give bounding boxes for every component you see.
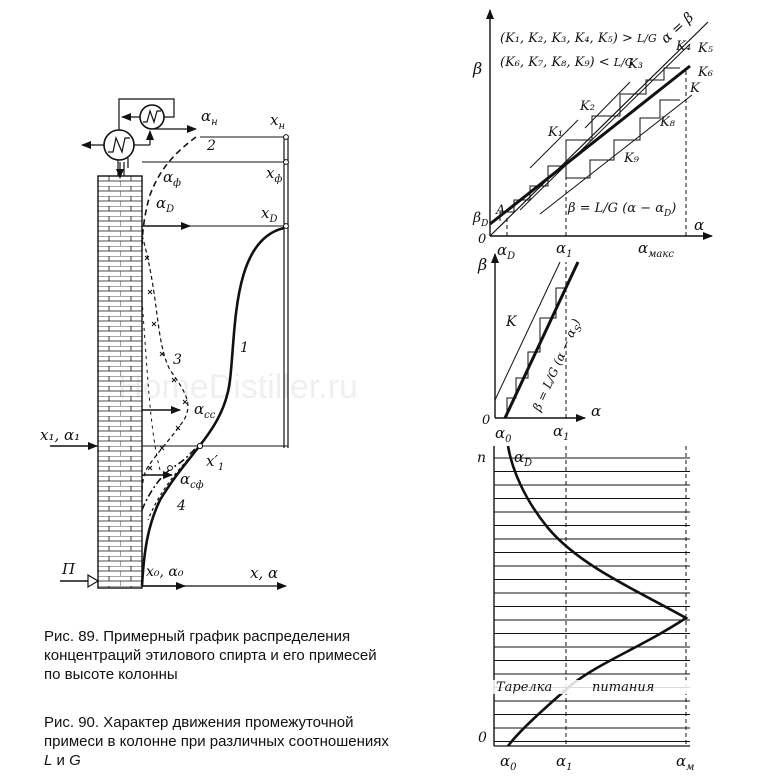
cond-2: (K₆, K₇, K₈, K₉) < L/G	[500, 55, 634, 70]
label-k4: K₄	[675, 39, 691, 54]
label-k: K	[689, 81, 701, 96]
label-feed: x₁, α₁	[40, 426, 80, 444]
tick-alpha-0-mid: α0	[495, 424, 512, 445]
label-alpha-f: αф	[163, 168, 181, 189]
top-point-a: A	[495, 203, 505, 218]
label-steam: П	[61, 560, 76, 578]
staircase-middle	[506, 287, 566, 418]
tick-alpha-d: αD	[497, 241, 515, 262]
heat-exchanger-1-icon	[103, 129, 135, 161]
mid-k: K	[505, 314, 518, 330]
caption-var-g: G	[69, 752, 81, 769]
column-body	[97, 175, 143, 589]
tick-alpha-m-bottom: αм	[676, 752, 694, 773]
curve-4	[141, 445, 201, 511]
label-x-d: xD	[261, 204, 278, 225]
cond-1: (K₁, K₂, K₃, K₄, K₅) > L/G	[500, 31, 657, 46]
tick-alpha-0-bottom: α0	[500, 752, 517, 773]
label-k8: K₈	[659, 115, 676, 130]
label-curve-3: 3	[173, 352, 182, 368]
curve-3	[141, 234, 189, 501]
caption-figure-89: Рис. 89. Примерный график распределения …	[44, 628, 377, 683]
bottom-alpha-d: αD	[514, 448, 532, 469]
figure-90-bottom: n 0 αD Тарелка питания α0 α1 αм	[477, 445, 694, 773]
label-k3: K₃	[627, 57, 643, 72]
heat-exchanger-2-icon	[139, 104, 165, 130]
bottom-zero: 0	[478, 730, 487, 746]
tick-alpha-1-mid: α1	[553, 422, 570, 443]
label-bottom: x₀, α₀	[146, 564, 184, 580]
tray-lines	[494, 457, 690, 742]
label-alpha-n: αн	[201, 107, 218, 128]
top-beta-label: β	[472, 59, 482, 78]
label-k9: K₉	[623, 151, 640, 166]
curve-3-markers	[144, 255, 188, 471]
operating-line-top	[489, 64, 691, 226]
mid-beta-label: β	[477, 255, 487, 274]
figure-90-middle: β K β = L/G (α − αS) 0 α α0 α1	[477, 253, 601, 445]
caption-var-l: L	[44, 752, 53, 769]
top-origin: 0	[478, 232, 486, 247]
mid-alpha-label: α	[591, 402, 601, 420]
label-alpha-d: αD	[156, 194, 174, 215]
label-alpha-cf: αсф	[180, 470, 204, 491]
label-k2: K₂	[579, 99, 595, 114]
label-k5: K₅	[697, 41, 714, 56]
tick-alpha-1-top: α1	[556, 239, 573, 260]
watermark: HomeDistiller.ru	[118, 368, 358, 406]
bottom-n: n	[477, 450, 486, 466]
curve-2	[141, 136, 197, 251]
curve-1	[140, 226, 285, 587]
label-x-f: xф	[266, 164, 282, 185]
label-curve-2: 2	[206, 138, 216, 154]
top-alpha-label: α	[694, 216, 704, 234]
top-eq: β = L/G (α − αD)	[567, 201, 676, 219]
impurity-profile	[506, 445, 689, 747]
label-k6: K₆	[697, 65, 713, 80]
label-axis: x, α	[250, 564, 278, 582]
figure-90-top: (K₁, K₂, K₃, K₄, K₅) > L/G (K₆, K₇, K₈, …	[472, 9, 714, 262]
label-x1-prime: x′1	[206, 452, 224, 473]
feed-plate-label-1: Тарелка	[496, 680, 552, 695]
mid-eq: β = L/G (α − αS)	[530, 316, 587, 415]
top-beta-d: βD	[472, 210, 488, 229]
feed-plate-label-2: питания	[592, 680, 654, 695]
figure-89: αн xн 2 αф xф αD xD 1 3 αcc x₁, α₁ x′1 α…	[40, 98, 289, 590]
label-k1: K₁	[547, 125, 563, 140]
caption-figure-90: Рис. 90. Характер движения промежуточной…	[44, 714, 389, 769]
label-curve-4: 4	[176, 498, 186, 514]
tick-alpha-max: αмакс	[638, 239, 674, 260]
staircase-top	[499, 67, 680, 221]
label-x-n: xн	[270, 111, 285, 132]
label-alpha-cc: αcc	[194, 400, 216, 421]
tick-alpha-1-bottom: α1	[556, 752, 573, 773]
mid-origin: 0	[482, 413, 490, 428]
label-curve-1: 1	[240, 340, 249, 356]
